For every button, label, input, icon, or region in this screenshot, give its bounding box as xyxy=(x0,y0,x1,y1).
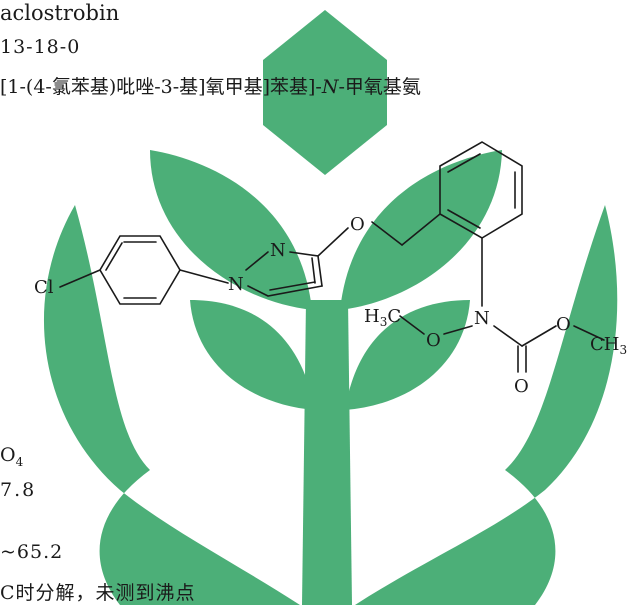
atom-ch3: CH3 xyxy=(590,334,627,357)
bond-phenyl-n xyxy=(179,269,229,284)
atom-o-ether: O xyxy=(350,214,365,235)
atom-h: H xyxy=(364,306,380,327)
bond-n-n xyxy=(245,251,269,271)
atom-h3c: H3C xyxy=(364,306,401,329)
atom-n1: N xyxy=(228,274,244,295)
bond-pyrazole-c3 xyxy=(289,251,323,287)
bond-ch2-benzene xyxy=(401,213,441,246)
cas-number: 13-18-0 xyxy=(0,36,81,58)
compound-name-en: aclostrobin xyxy=(0,1,120,25)
ring-double-bond xyxy=(447,153,481,173)
boiling-point: C时分解，未测到沸点 xyxy=(0,582,196,604)
iupac-name-n-italic: N xyxy=(321,76,339,98)
atom-o-ester: O xyxy=(556,314,571,335)
bond-pyrazole-c4-c5 xyxy=(247,285,323,297)
ring-double-bond xyxy=(269,281,316,291)
formula-subscript: 4 xyxy=(15,454,24,469)
atom-n2: N xyxy=(270,240,286,261)
atom-n-carbamate: N xyxy=(474,308,490,329)
iupac-name: [1-(4-氯苯基)吡唑-3-基]氧甲基]苯基]-N-甲氧基氨 xyxy=(0,72,421,99)
atom-o-methoxy: O xyxy=(426,330,441,351)
atom-ch-sub: 3 xyxy=(619,343,627,357)
ring-double-bond xyxy=(447,209,481,229)
ring-double-bond xyxy=(105,242,123,271)
chlorophenyl-ring xyxy=(99,235,181,305)
bond-o-ch3 xyxy=(399,315,425,335)
iupac-name-part-b: -甲氧基氨 xyxy=(338,76,421,98)
molecular-formula: O4 xyxy=(0,444,23,469)
bond-c-o-ester xyxy=(521,325,557,347)
formula-o: O xyxy=(0,444,16,466)
atom-ch: CH xyxy=(590,334,619,355)
benzene-ring xyxy=(439,141,523,239)
bond-o-ch3-ester xyxy=(573,325,605,341)
atom-cl: Cl xyxy=(34,277,54,298)
bond-n-o xyxy=(443,325,473,335)
atom-c: C xyxy=(387,306,401,327)
bond-o-ch2 xyxy=(371,221,403,246)
bond-c3-o xyxy=(317,227,349,257)
atom-h-sub: 3 xyxy=(380,315,388,329)
atom-o-carbonyl: O xyxy=(514,376,529,397)
melting-point: ~65.2 xyxy=(0,541,64,563)
ring-double-bond xyxy=(311,257,316,284)
bond-n-c xyxy=(493,325,523,347)
iupac-name-part-a: [1-(4-氯苯基)吡唑-3-基]氧甲基]苯基]- xyxy=(0,76,322,98)
bond-cl xyxy=(59,269,101,288)
molecular-weight: 7.8 xyxy=(0,479,37,501)
